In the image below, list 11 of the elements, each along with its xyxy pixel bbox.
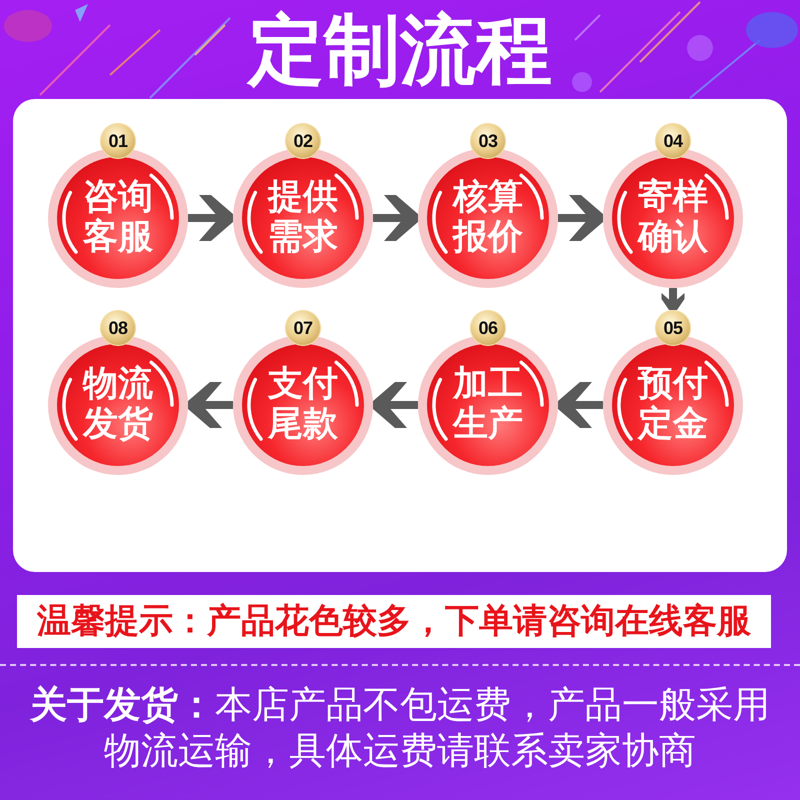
- shipping-note: 关于发货：本店产品不包运费，产品一般采用物流运输，具体运费请联系卖家协商: [30, 682, 770, 774]
- step-label: 提供需求: [266, 177, 339, 257]
- title: 定制流程: [248, 4, 552, 96]
- step-label: 预付定金: [636, 364, 709, 444]
- step-label: 咨询客服: [82, 177, 154, 257]
- step-label: 物流发货: [81, 364, 154, 444]
- step-label: 支付尾款: [266, 364, 339, 444]
- notice-banner: 温馨提示：产品花色较多，下单请咨询在线客服: [17, 595, 771, 648]
- step-label: 核算报价: [451, 177, 524, 257]
- step-label: 加工生产: [451, 364, 524, 444]
- step-label: 寄样确认: [636, 177, 709, 257]
